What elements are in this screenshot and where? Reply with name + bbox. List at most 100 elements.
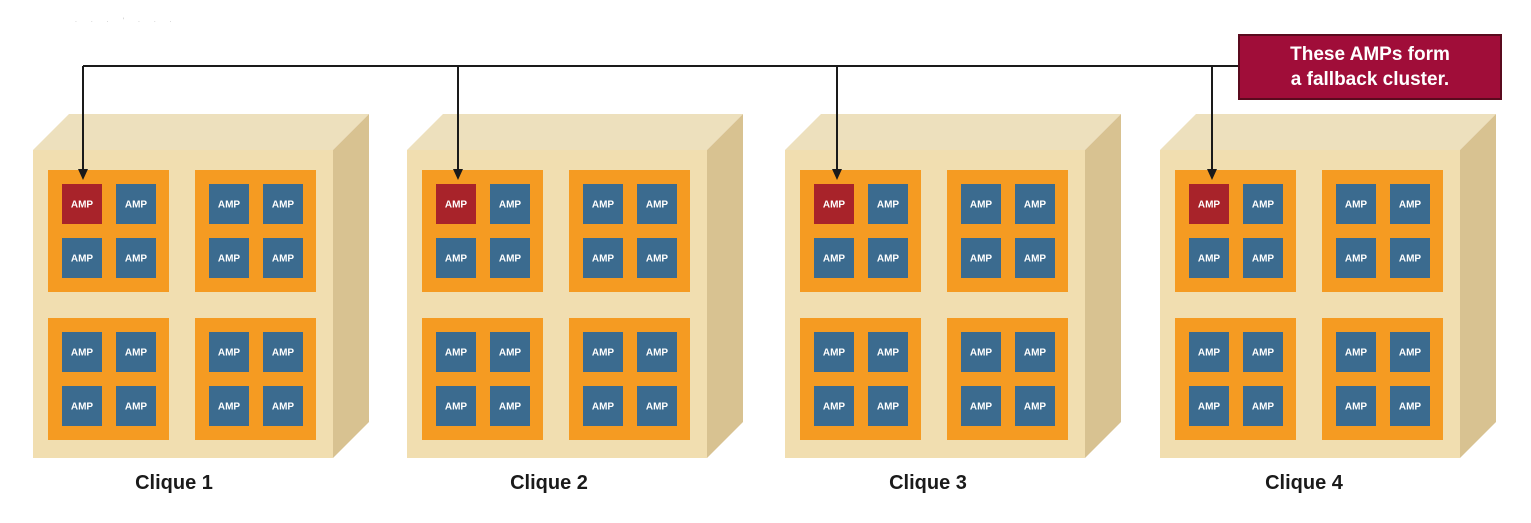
amp-label: AMP (445, 200, 468, 211)
amp-highlighted (814, 184, 854, 224)
amp-label: AMP (877, 348, 900, 359)
amp-label: AMP (499, 254, 522, 265)
amp-label: AMP (970, 254, 993, 265)
amp-label: AMP (1252, 200, 1275, 211)
amp (263, 238, 303, 278)
amp-label: AMP (1198, 402, 1221, 413)
corner-mark: . . . ' . . . (75, 17, 178, 24)
arrow-head-1 (78, 169, 88, 180)
amp (116, 386, 156, 426)
node: AMP AMP AMP AMP (947, 170, 1068, 292)
amp-label: AMP (272, 402, 295, 413)
amp-label: AMP (125, 200, 148, 211)
amp (961, 184, 1001, 224)
amp (116, 332, 156, 372)
amp (961, 386, 1001, 426)
amp (436, 238, 476, 278)
amp (1390, 332, 1430, 372)
amp-label: AMP (592, 348, 615, 359)
amp-label: AMP (445, 348, 468, 359)
amp (490, 184, 530, 224)
amp (583, 386, 623, 426)
clique-box-top (33, 114, 369, 150)
amp (263, 184, 303, 224)
amp-label: AMP (970, 348, 993, 359)
callout-line-2: a fallback cluster. (1290, 69, 1450, 90)
amp (637, 332, 677, 372)
amp-label: AMP (1399, 402, 1422, 413)
amp-label: AMP (970, 200, 993, 211)
amp-label: AMP (1024, 254, 1047, 265)
amp (62, 386, 102, 426)
amp-label: AMP (125, 348, 148, 359)
amp-label: AMP (1024, 200, 1047, 211)
amp-label: AMP (218, 402, 241, 413)
amp-label: AMP (1198, 348, 1221, 359)
amp (1015, 386, 1055, 426)
clique-label-2: Clique 2 (510, 472, 588, 494)
amp (868, 184, 908, 224)
arrow-head-2 (453, 169, 463, 180)
clique-box-side (1460, 114, 1496, 458)
amp (961, 332, 1001, 372)
amp (1015, 184, 1055, 224)
amp (637, 184, 677, 224)
amp (1015, 238, 1055, 278)
amp-label: AMP (218, 254, 241, 265)
amp-highlighted (1189, 184, 1229, 224)
amp (1189, 332, 1229, 372)
amp (1243, 332, 1283, 372)
arrow-head-4 (1207, 169, 1217, 180)
amp-label: AMP (1345, 348, 1368, 359)
amp-label: AMP (499, 348, 522, 359)
amp-label: AMP (499, 200, 522, 211)
amp-label: AMP (499, 402, 522, 413)
clique-box-side (1085, 114, 1121, 458)
amp (583, 184, 623, 224)
amp (209, 386, 249, 426)
clique-box-side (707, 114, 743, 458)
cliques-layer: AMP AMP AMP AMP AMP AMP AMP AMP AMP AMP AMP AMP AMP A… (33, 114, 1496, 458)
amp (1243, 184, 1283, 224)
clique-label-4: Clique 4 (1265, 472, 1343, 494)
clique-box-side (333, 114, 369, 458)
amp (583, 238, 623, 278)
amp-label: AMP (272, 254, 295, 265)
amp-label: AMP (71, 402, 94, 413)
amp-label: AMP (1198, 254, 1221, 265)
amp (814, 332, 854, 372)
arrow-head-3 (832, 169, 842, 180)
node: AMP AMP AMP AMP (1175, 318, 1296, 440)
amp-label: AMP (272, 348, 295, 359)
amp-label: AMP (125, 402, 148, 413)
amp-label: AMP (823, 200, 846, 211)
amp (490, 238, 530, 278)
amp (116, 238, 156, 278)
amp (116, 184, 156, 224)
amp-label: AMP (646, 200, 669, 211)
amp-label: AMP (1252, 402, 1275, 413)
amp-label: AMP (1252, 348, 1275, 359)
amp-label: AMP (445, 254, 468, 265)
amp (436, 332, 476, 372)
amp-label: AMP (1345, 200, 1368, 211)
amp (1015, 332, 1055, 372)
amp (209, 184, 249, 224)
amp (1336, 238, 1376, 278)
amp (814, 238, 854, 278)
amp (1390, 184, 1430, 224)
amp (1243, 386, 1283, 426)
amp-label: AMP (1198, 200, 1221, 211)
